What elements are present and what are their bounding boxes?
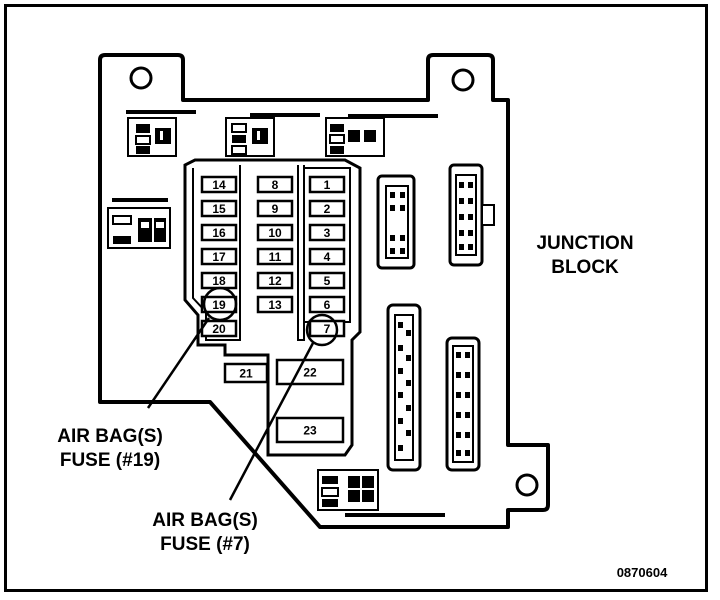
relay-top-right — [325, 114, 438, 157]
fuse-10-label: 10 — [268, 226, 282, 240]
fuse-3-body — [308, 223, 346, 242]
fuse-13: 13 — [256, 295, 294, 314]
fuse-2-label: 2 — [324, 202, 331, 216]
fuse-14-label: 14 — [212, 178, 226, 192]
fuse-1-body — [308, 175, 346, 194]
relay-top-middle — [225, 113, 320, 157]
fuse-19: 19 — [200, 295, 238, 314]
fuse-16-label: 16 — [212, 226, 226, 240]
fuse-13-label: 13 — [268, 298, 282, 312]
fuse-2: 2 — [308, 199, 346, 218]
mounting-hole-top-left — [129, 66, 153, 90]
figure-id: 0870604 — [616, 565, 668, 580]
fuse-1-label: 1 — [324, 178, 331, 192]
fuse-column-middle: 8 9 10 11 12 13 — [256, 175, 294, 314]
fuse-8-body — [256, 175, 294, 194]
fuse-5-body — [308, 271, 346, 290]
callout-fuse19-line2: FUSE (#19) — [59, 450, 161, 471]
relay-left-side — [107, 198, 171, 249]
fuse-9-label: 9 — [272, 202, 279, 216]
fuse-10: 10 — [256, 223, 294, 242]
mounting-hole-bottom-right — [515, 473, 539, 497]
fuse-19-label: 19 — [212, 298, 226, 312]
fuse-3: 3 — [308, 223, 346, 242]
fuse-12: 12 — [256, 271, 294, 290]
leader-line-fuse-19 — [146, 317, 211, 409]
callout-fuse7-line2: FUSE (#7) — [160, 534, 250, 555]
fuse-17-body — [200, 247, 238, 266]
fuse-23-body — [275, 416, 345, 444]
fuse-7: 7 — [308, 319, 346, 338]
fuse-column-left: 14 15 16 17 18 19 20 — [200, 175, 238, 338]
highlight-circle-fuse-19 — [202, 286, 238, 322]
fuse-21: 21 — [223, 362, 269, 384]
fuse-panel-outer — [183, 158, 362, 457]
callout-fuse7-line1: AIR BAG(S) — [152, 510, 258, 531]
fuse-9-body — [256, 199, 294, 218]
fuse-22-body — [275, 358, 345, 386]
fuse-15-body — [200, 199, 238, 218]
fuse-3-label: 3 — [324, 226, 331, 240]
figure-frame — [4, 4, 708, 592]
fuse-4-body — [308, 247, 346, 266]
relay-bottom — [317, 469, 445, 517]
junction-block-title-line1: JUNCTION — [536, 233, 634, 254]
fuse-6-body — [308, 295, 346, 314]
fuse-16: 16 — [200, 223, 238, 242]
fuse-14: 14 — [200, 175, 238, 194]
fuse-4: 4 — [308, 247, 346, 266]
fuse-7-label: 7 — [324, 322, 331, 336]
fuse-18-label: 18 — [212, 274, 226, 288]
connector-lower-right — [445, 336, 481, 472]
callout-fuse19-line1: AIR BAG(S) — [57, 426, 163, 447]
fuse-8-label: 8 — [272, 178, 279, 192]
connector-lower-left — [386, 303, 422, 472]
fuse-11-label: 11 — [269, 250, 282, 264]
fuse-panel-divider — [297, 165, 305, 341]
fuse-2-body — [308, 199, 346, 218]
fuse-6-label: 6 — [324, 298, 331, 312]
relay-top-left — [126, 110, 196, 157]
fuse-16-body — [200, 223, 238, 242]
fuse-21-body — [223, 362, 269, 384]
fuse-12-label: 12 — [268, 274, 282, 288]
fuse-21-label: 21 — [239, 367, 253, 381]
fuse-23-label: 23 — [303, 424, 317, 438]
connector-upper-right — [448, 163, 495, 267]
junction-block-title-line2: BLOCK — [551, 257, 619, 278]
fuse-10-body — [256, 223, 294, 242]
fuse-9: 9 — [256, 199, 294, 218]
fuse-22: 22 — [275, 358, 345, 386]
fuse-11: 11 — [256, 247, 294, 266]
fuse-5-label: 5 — [324, 274, 331, 288]
junction-block-body — [98, 53, 550, 529]
fuse-6: 6 — [308, 295, 346, 314]
fuse-20-label: 20 — [212, 322, 226, 336]
fuse-22-label: 22 — [303, 366, 317, 380]
fuse-20: 20 — [200, 319, 238, 338]
fuse-11-body — [256, 247, 294, 266]
fuse-1: 1 — [308, 175, 346, 194]
fuse-17: 17 — [200, 247, 238, 266]
leader-line-fuse-7 — [228, 342, 315, 501]
fuse-14-body — [200, 175, 238, 194]
fuse-15-label: 15 — [212, 202, 226, 216]
connector-upper-left — [376, 174, 416, 270]
fuse-13-body — [256, 295, 294, 314]
fuse-18: 18 — [200, 271, 238, 290]
fuse-row-bottom: 21 22 23 — [223, 358, 345, 444]
fuse-17-label: 17 — [212, 250, 226, 264]
fuse-4-label: 4 — [324, 250, 331, 264]
fuse-column-right: 1 2 3 4 5 6 7 — [308, 175, 346, 338]
fuse-23: 23 — [275, 416, 345, 444]
fuse-15: 15 — [200, 199, 238, 218]
fuse-5: 5 — [308, 271, 346, 290]
fuse-8: 8 — [256, 175, 294, 194]
mounting-hole-top-right — [451, 68, 475, 92]
fuse-12-body — [256, 271, 294, 290]
highlight-circle-fuse-7 — [305, 313, 339, 347]
